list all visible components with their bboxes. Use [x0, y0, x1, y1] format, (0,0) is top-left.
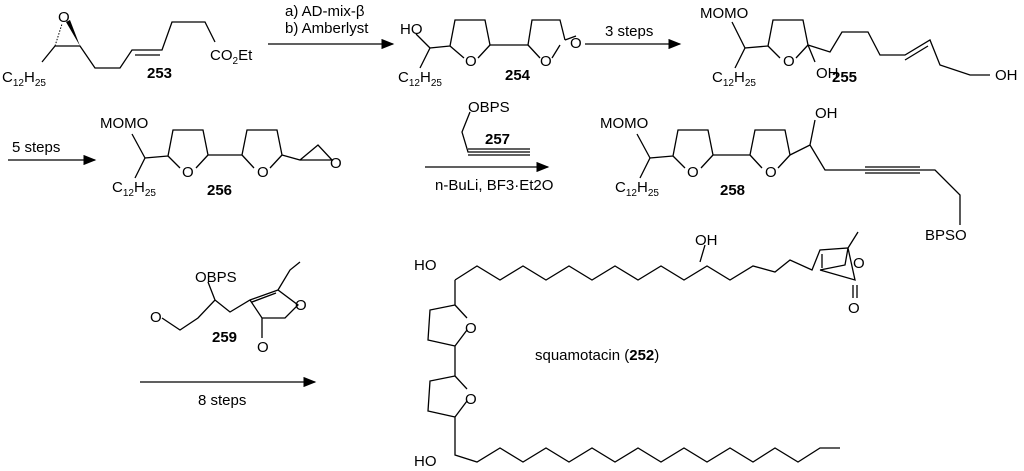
reaction-arrow-4: OBPS 257 n-BuLi, BF3·Et2O: [425, 99, 553, 194]
compound-253: O C12H25 CO2Et 253: [2, 9, 253, 89]
compound-252-squamotacin: HO OH O O O O HO squamotacin (252): [414, 231, 865, 470]
compound-255: MOMO O OH OH C12H25 255: [700, 5, 1018, 89]
ring-oxygen-1: O: [465, 320, 477, 337]
hydroxyl-label-2: OH: [995, 67, 1018, 84]
carbonyl-oxygen: O: [257, 339, 269, 356]
aldehyde-oxygen: O: [150, 309, 162, 326]
ring-oxygen-1: O: [182, 164, 194, 181]
compound-number-253: 253: [147, 65, 172, 82]
reaction-arrow-5: 8 steps: [140, 376, 317, 409]
lactone-oxygen: O: [853, 255, 865, 272]
momo-label: MOMO: [600, 115, 648, 132]
reagent-ad-mix: a) AD-mix-β: [285, 3, 365, 20]
hydroxyl-label-1: OH: [816, 65, 839, 82]
c12h25-label: C12H25: [712, 69, 756, 89]
ring-oxygen: O: [783, 53, 795, 70]
compound-name: squamotacin (252): [535, 347, 659, 364]
compound-254: HO O O O C12H25 254: [398, 19, 582, 89]
bpso-label: BPSO: [925, 227, 967, 244]
carbonyl-oxygen: O: [570, 35, 582, 52]
compound-256: MOMO O O O C12H25 256: [100, 115, 342, 199]
compound-259: OBPS O O O 259: [150, 261, 307, 356]
lactone-oxygen: O: [540, 53, 552, 70]
compound-number-259: 259: [212, 329, 237, 346]
hydroxyl-label-bottom: HO: [414, 453, 437, 470]
c12h25-label: C12H25: [2, 69, 46, 89]
hydroxyl-label-mid: OH: [695, 232, 718, 249]
ester-label: CO2Et: [210, 47, 253, 67]
obps-label: OBPS: [195, 269, 237, 286]
compound-number-257: 257: [485, 131, 510, 148]
ring-oxygen-2: O: [765, 164, 777, 181]
hydroxyl-label: OH: [815, 105, 838, 122]
compound-number-254: 254: [505, 67, 531, 84]
ring-oxygen-2: O: [257, 164, 269, 181]
compound-258: MOMO O O OH BPSO C12H25 258: [600, 105, 967, 244]
carbonyl-oxygen: O: [848, 300, 860, 317]
compound-number-258: 258: [720, 182, 745, 199]
compound-number-255: 255: [832, 69, 857, 86]
momo-label: MOMO: [700, 5, 748, 22]
c12h25-label: C12H25: [112, 179, 156, 199]
arrow-label-5-steps: 5 steps: [12, 139, 60, 156]
reagent-257-obps: OBPS: [468, 99, 510, 116]
reaction-arrow-3: 5 steps: [8, 139, 97, 166]
c12h25-label: C12H25: [398, 69, 442, 89]
momo-label: MOMO: [100, 115, 148, 132]
ring-oxygen: O: [465, 53, 477, 70]
c12h25-label: C12H25: [615, 179, 659, 199]
ring-oxygen-2: O: [465, 391, 477, 408]
arrow-label-3-steps: 3 steps: [605, 23, 653, 40]
reagent-nbuli-bf3: n-BuLi, BF3·Et2O: [435, 177, 553, 194]
epoxide-oxygen: O: [330, 155, 342, 172]
reaction-arrow-1: a) AD-mix-β b) Amberlyst: [268, 3, 395, 50]
ring-oxygen-1: O: [687, 164, 699, 181]
ring-oxygen: O: [295, 297, 307, 314]
hydroxyl-label: HO: [400, 21, 423, 38]
arrow-label-8-steps: 8 steps: [198, 392, 246, 409]
reagent-amberlyst: b) Amberlyst: [285, 20, 369, 37]
epoxide-oxygen: O: [58, 9, 70, 26]
reaction-arrow-2: 3 steps: [585, 23, 682, 50]
hydroxyl-label-top: HO: [414, 257, 437, 274]
compound-number-256: 256: [207, 182, 232, 199]
